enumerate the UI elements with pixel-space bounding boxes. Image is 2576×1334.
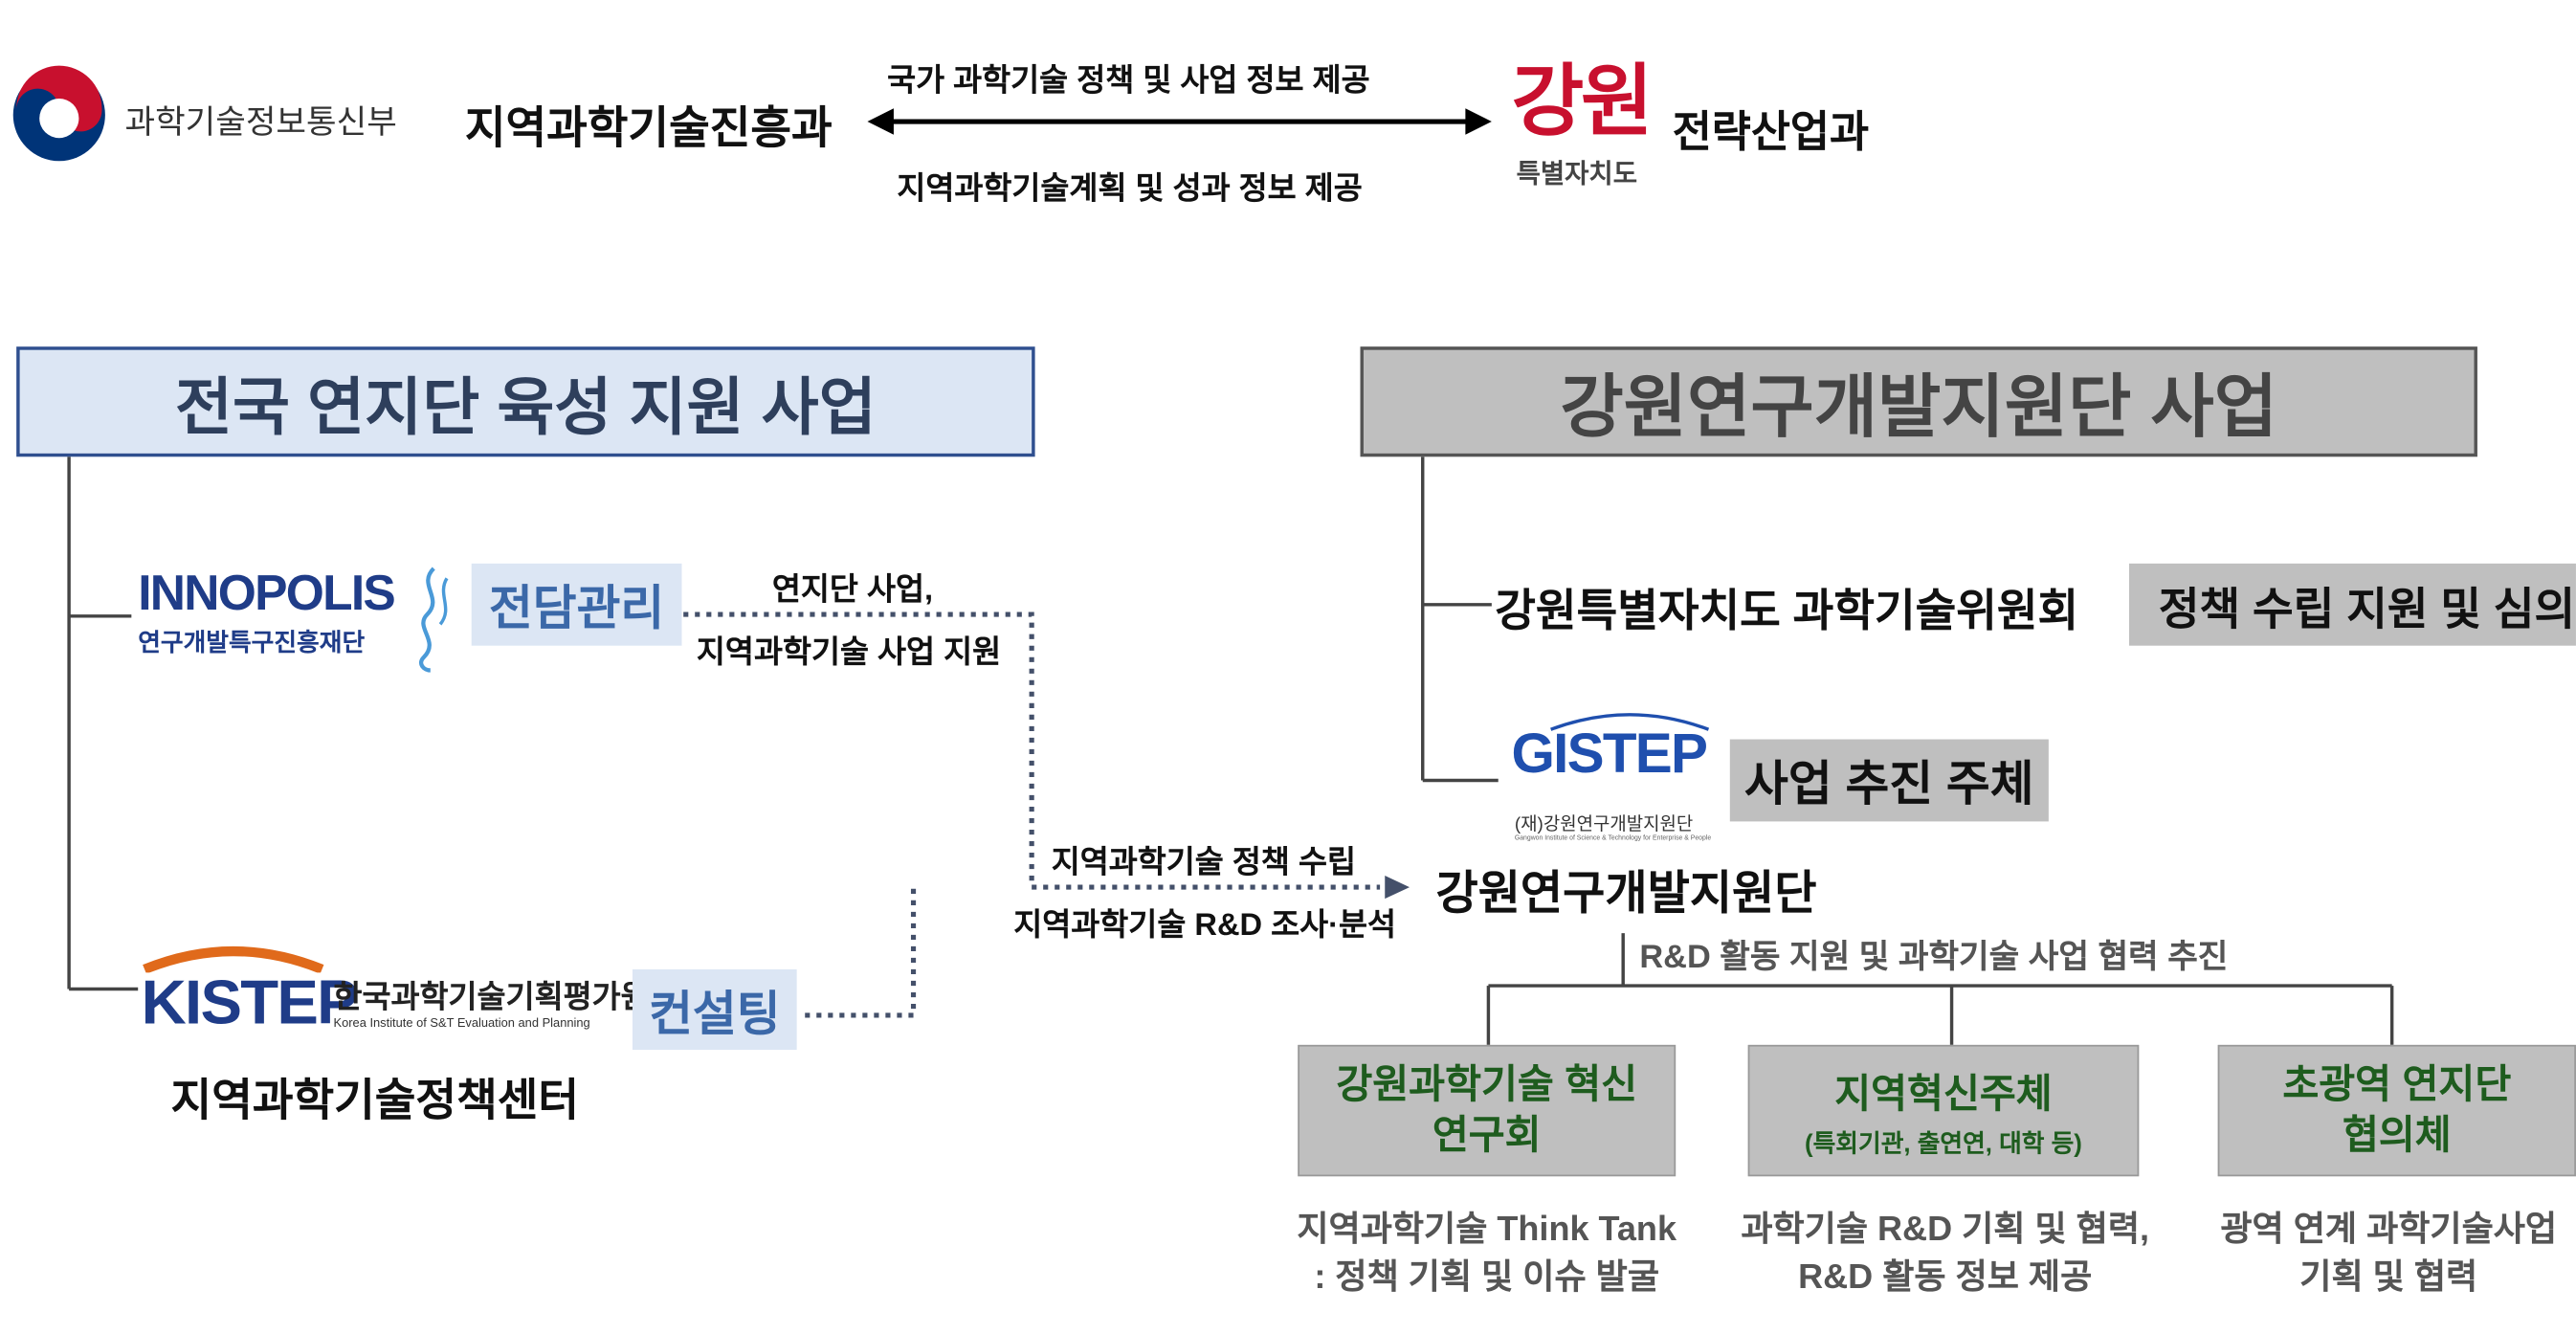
connector-lines [67, 456, 2394, 1045]
ministry-dept: 지역과학기술진흥과 [464, 103, 833, 153]
innopolis-role: 전담관리 [471, 563, 682, 646]
innopolis-sub: 연구개발특구진흥재단 [138, 629, 366, 657]
kistep-logo: KISTEP [141, 968, 359, 1039]
org-desc-line: : 정책 기획 및 이슈 발굴 [1314, 1258, 1659, 1298]
org-box-subtitle: 협의체 [2342, 1113, 2452, 1159]
org-desc-regional: 과학기술 R&D 기획 및 협력, R&D 활동 정보 제공 [1719, 1206, 2172, 1302]
ministry-name: 과학기술정보통신부 [124, 104, 397, 142]
org-box-title: 강원과학기술 혁신 [1336, 1062, 1638, 1107]
gistep-sub-en: Gangwon Institute of Science & Technolog… [1514, 833, 1712, 842]
org-box-regional: 지역혁신주체 (특회기관, 출연연, 대학 등) [1747, 1044, 2140, 1177]
org-desc-line: R&D 활동 정보 제공 [1798, 1258, 2093, 1298]
org-box-subtitle: (특회기관, 출연연, 대학 등) [1805, 1130, 2082, 1159]
cooperation-label: R&D 활동 지원 및 과학기술 사업 협력 추진 [1639, 940, 2229, 976]
innopolis-flow-label-1: 연지단 사업, [771, 573, 934, 609]
org-box-innovation: 강원과학기술 혁신 연구회 [1298, 1044, 1677, 1177]
org-box-title: 초광역 연지단 [2282, 1062, 2512, 1107]
flow-label-research: 지역과학기술 R&D 조사·분석 [1013, 908, 1397, 944]
innopolis-figure-icon [419, 567, 449, 673]
gangwon-dept: 전략산업과 [1672, 106, 1870, 157]
org-desc-line: 기획 및 협력 [2299, 1258, 2478, 1298]
bidirectional-arrow [867, 108, 1492, 135]
taeguk-logo-icon [12, 65, 105, 162]
org-desc-line: 과학기술 R&D 기획 및 협력, [1741, 1211, 2150, 1249]
gistep-role: 사업 추진 주체 [1729, 739, 2049, 822]
arrow-label-top: 국가 과학기술 정책 및 사업 정보 제공 [887, 63, 1370, 100]
committee-name: 강원특별자치도 과학기술위원회 [1495, 586, 2079, 636]
right-section-header: 강원연구개발지원단 사업 [1360, 346, 2477, 457]
gistep-name: 강원연구개발지원단 [1435, 867, 1817, 919]
gangwon-logo-text: 강원 [1511, 58, 1653, 146]
gistep-sub: (재)강원연구개발지원단 [1514, 814, 1694, 835]
kistep-role: 컨설팅 [632, 968, 797, 1051]
org-desc-innovation: 지역과학기술 Think Tank : 정책 기획 및 이슈 발굴 [1265, 1206, 1709, 1302]
org-desc-line: 광역 연계 과학기술사업 [2220, 1211, 2558, 1249]
org-box-megaregion: 초광역 연지단 협의체 [2217, 1044, 2576, 1177]
org-desc-megaregion: 광역 연계 과학기술사업 기획 및 협력 [2202, 1206, 2576, 1302]
arrow-label-bottom: 지역과학기술계획 및 성과 정보 제공 [897, 172, 1363, 208]
innopolis-logo: INNOPOLIS [138, 567, 396, 621]
kistep-name-ko: 한국과학기술기획평가원 [333, 980, 650, 1015]
innopolis-flow-label-2: 지역과학기술 사업 지원 [696, 635, 1002, 671]
committee-role: 정책 수립 지원 및 심의 [2128, 563, 2576, 646]
gistep-arc-icon [1550, 713, 1710, 731]
left-section-header: 전국 연지단 육성 지원 사업 [16, 346, 1035, 457]
org-box-title: 지역혁신주체 [1834, 1073, 2053, 1118]
flow-label-policy: 지역과학기술 정책 수립 [1051, 846, 1356, 881]
kistep-name-en: Korea Institute of S&T Evaluation and Pl… [333, 1014, 590, 1031]
org-desc-line: 지역과학기술 Think Tank [1297, 1211, 1677, 1249]
kistep-arc-icon [143, 945, 324, 973]
kistep-center: 지역과학기술정책센터 [170, 1076, 580, 1126]
gangwon-logo-sub: 특별자치도 [1516, 161, 1637, 189]
org-box-subtitle: 연구회 [1432, 1113, 1542, 1159]
gistep-logo: GISTEP [1511, 723, 1708, 786]
